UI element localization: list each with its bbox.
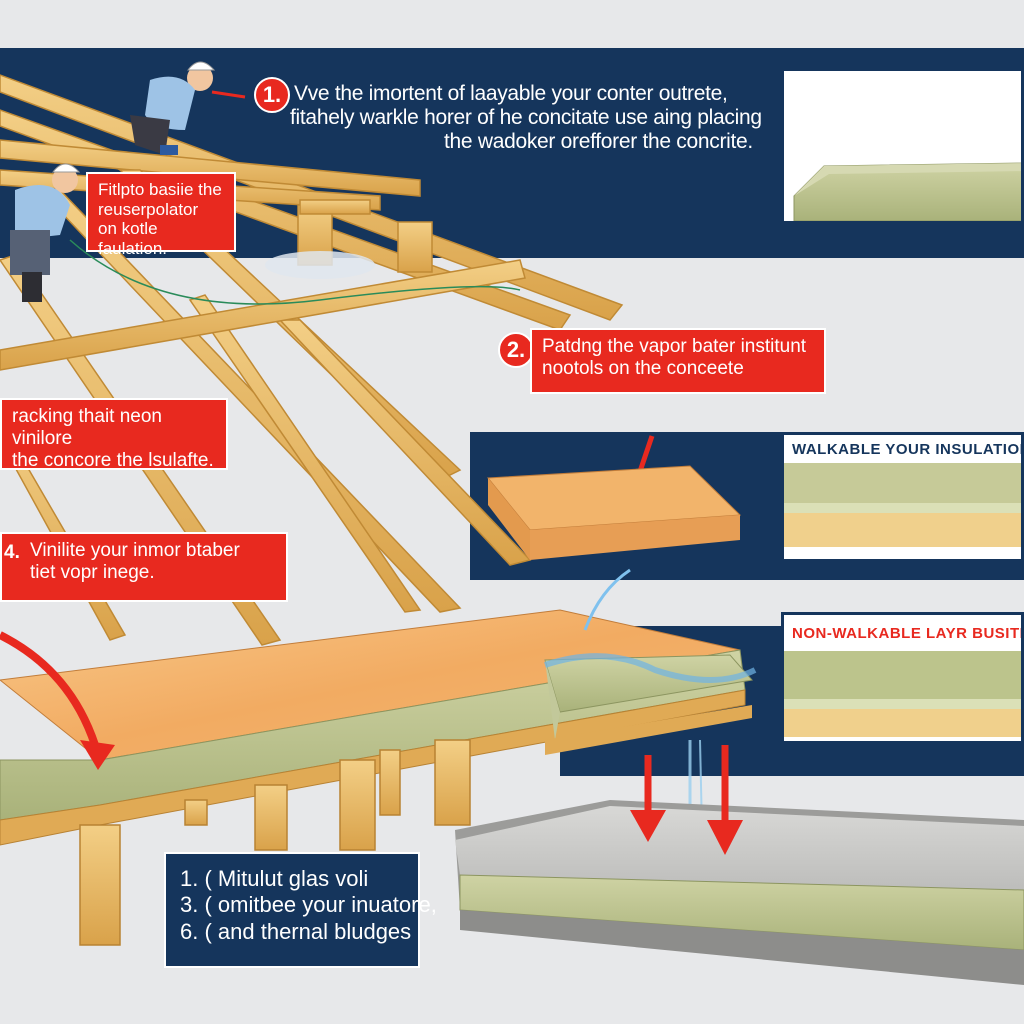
step-2-line-1: Patdng the vapor bater institunt xyxy=(542,336,807,357)
tip-line-2: reuserpolator xyxy=(98,199,199,219)
concrete-slab xyxy=(455,800,1024,985)
top-right-panel xyxy=(781,68,1024,240)
tip-callout-top: Fitlpto basiie the reuserpolator on kotl… xyxy=(86,172,236,258)
step-2-line-2: nootols on the conceete xyxy=(542,357,744,379)
walkable-panel-title: WALKABLE YOUR INSULATION xyxy=(792,441,1024,458)
insulation-sample-orange xyxy=(487,465,742,560)
tip-line-3: on kotle faulation. xyxy=(98,219,167,258)
step-2-badge: 2. xyxy=(498,332,534,368)
step-1-line-3: the wadoker orefforer the concrite. xyxy=(444,130,753,154)
green-insulation-block xyxy=(784,71,1021,237)
legend-item-1: 1. ( Mitulut glas voli xyxy=(180,866,369,891)
legend-item-3: 6. ( and thernal bludges xyxy=(180,918,412,944)
walkable-layers-icon xyxy=(784,463,1021,547)
walkable-insulation-panel: WALKABLE YOUR INSULATION xyxy=(781,432,1024,562)
water-puddle xyxy=(265,251,375,279)
step-1-badge: 1. xyxy=(254,77,290,113)
worker-top xyxy=(130,61,216,155)
wet-insulation-batt xyxy=(544,653,757,831)
non-walkable-panel-title: NON-WALKABLE LAYR BUSITIO xyxy=(792,625,1024,642)
legend-box: 1. ( Mitulut glas voli 3. ( omitbee your… xyxy=(164,852,437,968)
step-4-badge: 4. xyxy=(4,542,20,563)
non-walkable-layers-icon xyxy=(784,651,1021,737)
step-4-callout: 4. Vinilite your inmor btaber tiet vopr … xyxy=(0,532,288,602)
step-4-line-2: tiet vopr inege. xyxy=(30,561,155,583)
tip-line-1: Fitlpto basiie the xyxy=(98,180,222,199)
step-1-text: Vve the imortent of laayable your conter… xyxy=(290,82,764,154)
worker-left xyxy=(10,163,81,302)
legend-item-2: 3. ( omitbee your inuatore, xyxy=(180,892,437,918)
step-3-callout: racking thait neon vinilore the concore … xyxy=(0,398,228,471)
floor-posts xyxy=(79,739,471,946)
non-walkable-insulation-panel: NON-WALKABLE LAYR BUSITIO xyxy=(781,612,1024,744)
step-3-line-2: the concore the lsulafte. xyxy=(12,449,214,471)
step-3-line-1: racking thait neon vinilore xyxy=(12,406,162,449)
hose-wire xyxy=(69,239,521,305)
step-1-line-2: fitahely warkle horer of he concitate us… xyxy=(290,106,762,130)
step-4-line-1: Vinilite your inmor btaber xyxy=(30,540,240,561)
step-1-line-1: Vve the imortent of laayable your conter… xyxy=(294,82,728,105)
step-2-callout: Patdng the vapor bater institunt nootols… xyxy=(530,328,826,394)
